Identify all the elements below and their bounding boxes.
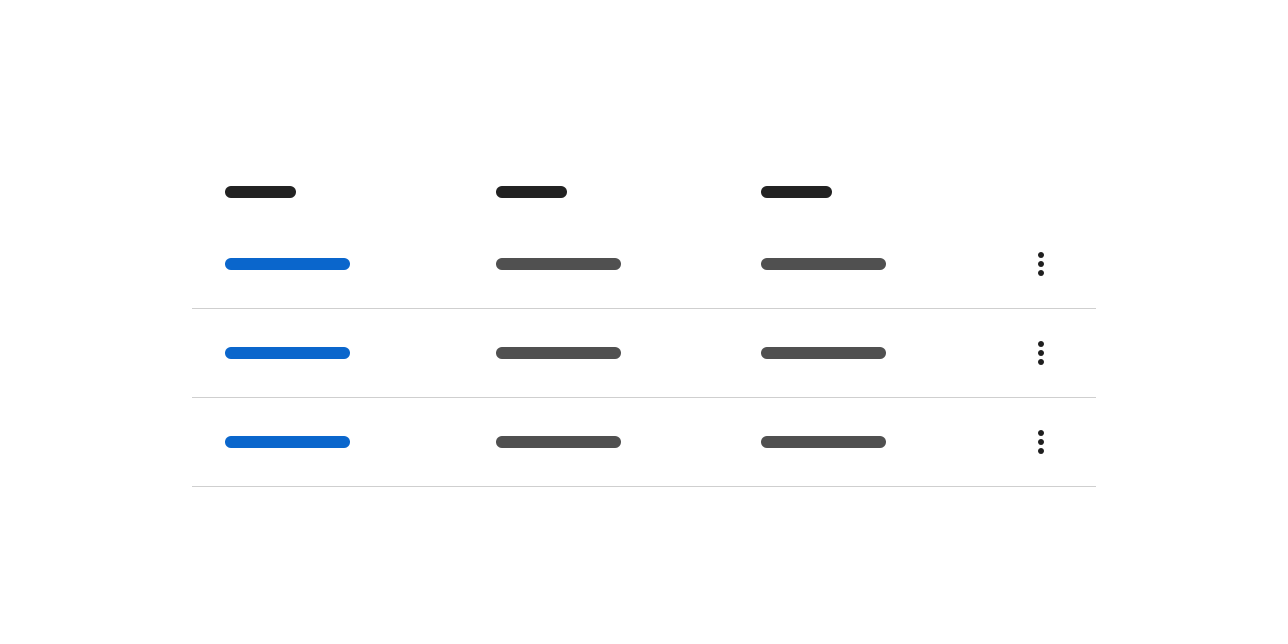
row-1-col2 <box>496 220 621 308</box>
row-1-name-placeholder <box>225 258 350 270</box>
row-2-col2-placeholder <box>496 347 621 359</box>
row-3-col3 <box>761 398 886 486</box>
table-row <box>192 398 1096 487</box>
row-1-name-link[interactable] <box>225 220 350 308</box>
row-1-col3-placeholder <box>761 258 886 270</box>
column-header-3-placeholder <box>761 186 832 198</box>
column-header-3[interactable] <box>761 164 832 220</box>
column-header-1[interactable] <box>225 164 296 220</box>
table-row <box>192 309 1096 398</box>
column-header-1-placeholder <box>225 186 296 198</box>
more-vertical-icon[interactable] <box>1029 428 1053 456</box>
row-2-col2 <box>496 309 621 397</box>
row-1-col3 <box>761 220 886 308</box>
row-3-name-link[interactable] <box>225 398 350 486</box>
data-table <box>192 164 1096 487</box>
table-row <box>192 220 1096 309</box>
table-header <box>192 164 1096 220</box>
row-3-col2 <box>496 398 621 486</box>
row-1-col2-placeholder <box>496 258 621 270</box>
row-2-col3 <box>761 309 886 397</box>
row-2-name-link[interactable] <box>225 309 350 397</box>
row-2-name-placeholder <box>225 347 350 359</box>
column-header-2-placeholder <box>496 186 567 198</box>
row-3-name-placeholder <box>225 436 350 448</box>
more-vertical-icon[interactable] <box>1029 339 1053 367</box>
row-1-actions <box>1018 220 1064 308</box>
row-3-col3-placeholder <box>761 436 886 448</box>
row-3-actions <box>1018 398 1064 486</box>
row-2-actions <box>1018 309 1064 397</box>
row-2-col3-placeholder <box>761 347 886 359</box>
row-3-col2-placeholder <box>496 436 621 448</box>
more-vertical-icon[interactable] <box>1029 250 1053 278</box>
column-header-2[interactable] <box>496 164 567 220</box>
